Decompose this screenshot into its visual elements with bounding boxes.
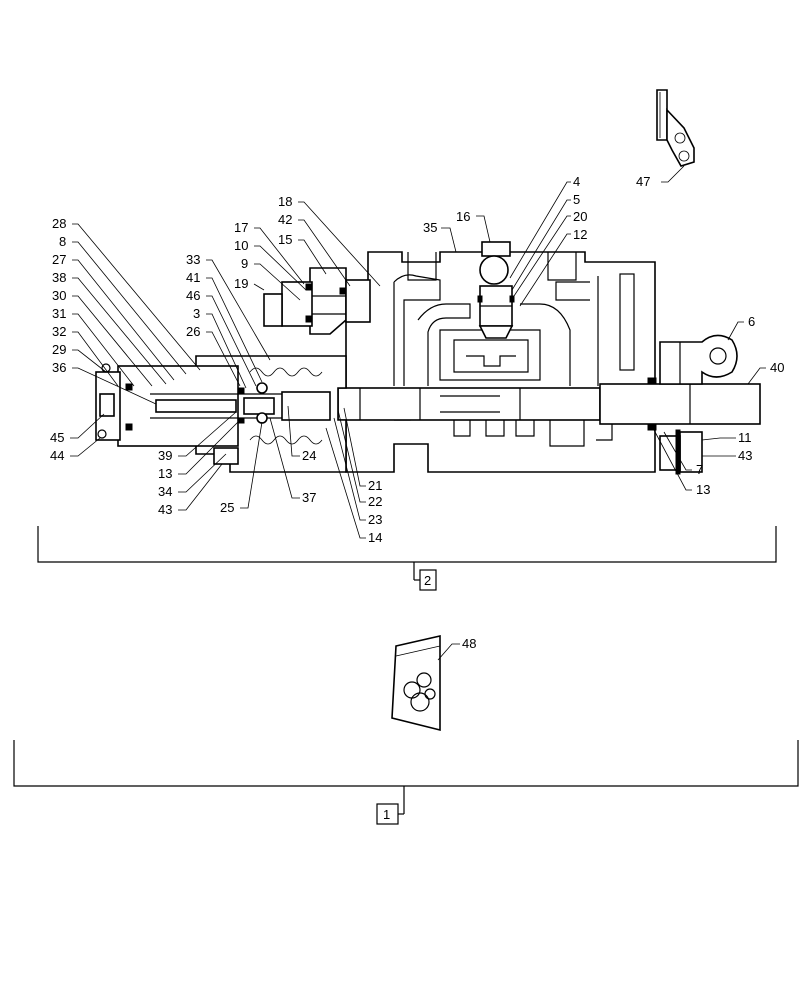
callout-22: 22 xyxy=(368,494,382,509)
callout-27: 27 xyxy=(52,252,66,267)
callout-9: 9 xyxy=(241,256,248,271)
callout-46: 46 xyxy=(186,288,200,303)
callout-35: 35 xyxy=(423,220,437,235)
callout-10: 10 xyxy=(234,238,248,253)
callout-4: 4 xyxy=(573,174,580,189)
callout-16: 16 xyxy=(456,209,470,224)
callout-44: 44 xyxy=(50,448,64,463)
callout-48: 48 xyxy=(462,636,476,651)
assembly-label-1: 1 xyxy=(383,807,390,822)
spring-housing-assembly xyxy=(95,355,347,473)
callout-32: 32 xyxy=(52,324,66,339)
callout-3: 3 xyxy=(193,306,200,321)
callout-25: 25 xyxy=(220,500,234,515)
callout-20: 20 xyxy=(573,209,587,224)
assembly-bracket-2 xyxy=(37,526,777,591)
part-15-relief-cap xyxy=(263,267,371,335)
callout-11: 11 xyxy=(738,430,752,445)
callout-42: 42 xyxy=(278,212,292,227)
callout-41: 41 xyxy=(186,270,200,285)
callout-23: 23 xyxy=(368,512,382,527)
callout-28: 28 xyxy=(52,216,66,231)
callout-8: 8 xyxy=(59,234,66,249)
part-11-plug xyxy=(659,429,703,475)
callout-6: 6 xyxy=(748,314,755,329)
callout-47: 47 xyxy=(636,174,650,189)
callout-13: 13 xyxy=(158,466,172,481)
callout-26: 26 xyxy=(186,324,200,339)
valve-body xyxy=(345,241,656,473)
callout-17: 17 xyxy=(234,220,248,235)
callout-18: 18 xyxy=(278,194,292,209)
callout-7: 7 xyxy=(696,462,703,477)
callout-39: 39 xyxy=(158,448,172,463)
callout-15: 15 xyxy=(278,232,292,247)
callout-29: 29 xyxy=(52,342,66,357)
callout-33: 33 xyxy=(186,252,200,267)
callout-13-right: 13 xyxy=(696,482,710,497)
callout-43: 43 xyxy=(158,502,172,517)
callout-36: 36 xyxy=(52,360,66,375)
callout-37: 37 xyxy=(302,490,316,505)
part-6-clevis xyxy=(659,334,738,385)
callout-21: 21 xyxy=(368,478,382,493)
callout-45: 45 xyxy=(50,430,64,445)
assembly-label-2: 2 xyxy=(424,573,431,588)
part-47-bracket xyxy=(656,89,695,167)
callout-30: 30 xyxy=(52,288,66,303)
callout-31: 31 xyxy=(52,306,66,321)
leader-lines xyxy=(70,165,766,661)
callout-34: 34 xyxy=(158,484,172,499)
callout-5: 5 xyxy=(573,192,580,207)
part-48-seal-kit-bag xyxy=(391,634,441,732)
callout-12: 12 xyxy=(573,227,587,242)
callout-40: 40 xyxy=(770,360,784,375)
assembly-bracket-1 xyxy=(13,740,799,825)
callout-14: 14 xyxy=(368,530,382,545)
callout-labels: 47 4 5 20 12 16 35 18 42 15 17 10 9 19 2… xyxy=(50,174,784,651)
callout-38: 38 xyxy=(52,270,66,285)
callout-24: 24 xyxy=(302,448,316,463)
callout-19: 19 xyxy=(234,276,248,291)
callout-43-right: 43 xyxy=(738,448,752,463)
